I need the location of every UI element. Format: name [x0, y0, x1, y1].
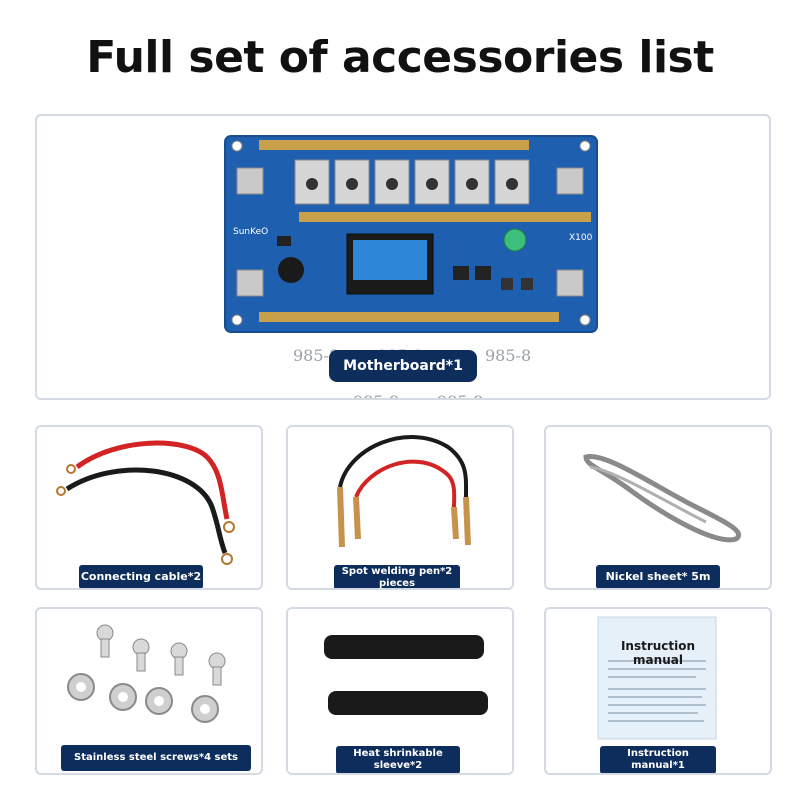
manual-illustration	[597, 616, 717, 740]
heat-shrink-card: Heat shrinkable sleeve*2	[286, 607, 514, 775]
page-title: Full set of accessories list	[86, 32, 714, 83]
heat-shrink-label: Heat shrinkable sleeve*2	[336, 746, 460, 773]
spot-welding-pen-label: Spot welding pen*2 pieces	[334, 565, 460, 588]
board-model-text: X100	[569, 233, 593, 243]
screws-card: Stainless steel screws*4 sets	[35, 607, 263, 775]
board-brand-text: SunKeO	[233, 227, 268, 237]
cable-illustration	[56, 440, 235, 565]
motherboard-label: Motherboard*1	[329, 350, 477, 382]
watermark: 985-8	[293, 346, 340, 365]
watermark: 985-8	[353, 392, 399, 398]
welding-pen-illustration	[337, 435, 471, 548]
motherboard-illustration: SunKeO X100	[224, 135, 598, 333]
manual-heading: Instruction manual	[620, 639, 696, 667]
heat-shrink-illustration	[324, 635, 488, 715]
nickel-sheet-label: Nickel sheet* 5m	[596, 565, 720, 588]
watermark: 985-8	[437, 392, 483, 398]
connecting-cable-label: Connecting cable*2	[79, 565, 203, 588]
screws-illustration	[67, 624, 226, 723]
screws-label: Stainless steel screws*4 sets	[61, 745, 251, 771]
nickel-sheet-card: Nickel sheet* 5m	[544, 425, 772, 590]
nickel-sheet-illustration	[583, 454, 741, 543]
watermark: 985-8	[485, 346, 532, 365]
connecting-cable-card: Connecting cable*2	[35, 425, 263, 590]
manual-card: Instruction manual Instruction manual*1	[544, 607, 772, 775]
motherboard-card: SunKeO X100 985-8 985-8 985-8 985-8 985-…	[35, 114, 771, 400]
manual-label: Instruction manual*1	[600, 746, 716, 773]
spot-welding-pen-card: Spot welding pen*2 pieces	[286, 425, 514, 590]
